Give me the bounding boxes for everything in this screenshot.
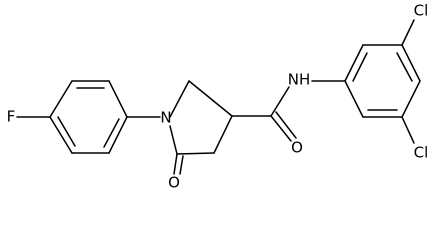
molecule-structure: F N NH O O Cl Cl [7,2,429,192]
bond-c-o [173,153,178,175]
bond [344,80,364,118]
bond-amide-co [270,115,292,142]
double-bond-amide-co [275,111,297,139]
structure-canvas: F N NH O O Cl Cl [6,1,429,192]
bond [108,80,128,118]
atom-label-chlorine-top: Cl [414,2,429,20]
bond-c-cl-bottom [401,116,415,144]
bond [188,80,233,117]
atom-label-fluorine: F [7,108,16,126]
double-bond-inner [352,52,368,82]
bond [49,80,73,118]
bond [213,115,233,154]
bond-amide-cn [270,86,290,117]
bond [169,125,178,155]
bond [401,80,421,118]
double-bond-inner [103,118,120,148]
pyrrolidinone-ring [169,80,233,155]
bond [108,116,128,154]
bond [344,44,364,82]
atom-label-ketone-oxygen: O [168,174,180,192]
fluorophenyl-ring [49,80,128,154]
bond [49,116,73,154]
atom-label-ring-nitrogen: N [160,109,171,127]
bond-c-cl-top [401,19,415,46]
atom-label-amide-nh: NH [288,71,311,89]
double-bond-inner [57,116,76,147]
bond [401,44,421,82]
double-bond-inner [396,52,413,82]
atom-label-chlorine-bottom: Cl [414,144,429,162]
dichlorophenyl-ring [344,44,421,118]
double-bond-c-o [179,155,184,175]
bond [169,80,190,118]
atom-label-amide-oxygen: O [291,139,303,157]
bond [176,152,215,155]
